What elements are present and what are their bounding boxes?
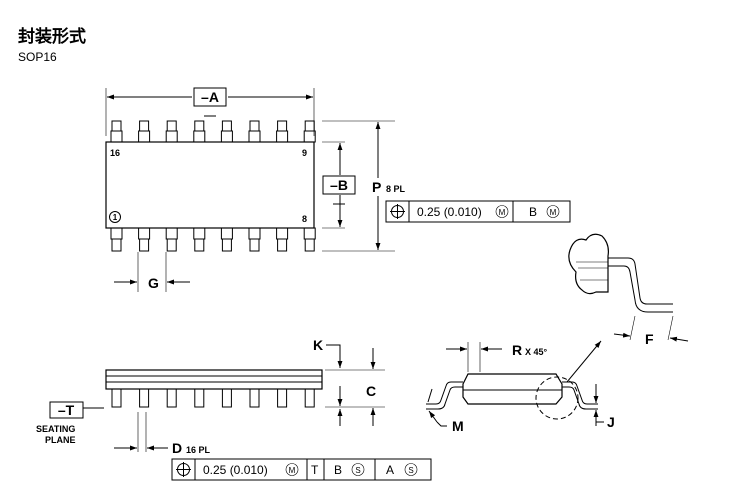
lead bbox=[303, 120, 316, 143]
tolerance-d-value: 0.25 (0.010) bbox=[203, 463, 268, 477]
tolerance-p-mod1: M bbox=[499, 208, 506, 217]
lead bbox=[111, 388, 122, 408]
lead bbox=[276, 227, 289, 252]
dim-k-label: K bbox=[313, 337, 323, 353]
lead bbox=[220, 120, 233, 143]
tolerance-p-value: 0.25 (0.010) bbox=[417, 205, 482, 219]
tolerance-d-mod1: M bbox=[289, 466, 296, 475]
lead-detail-view: F bbox=[568, 233, 689, 347]
end-view: R X 45° M J bbox=[426, 340, 615, 434]
package-name: SOP16 bbox=[18, 50, 57, 64]
package-body bbox=[105, 141, 315, 229]
lead bbox=[110, 120, 123, 143]
seating-label-2: PLANE bbox=[45, 435, 76, 445]
lead bbox=[193, 227, 206, 252]
tolerance-d-datum3: A bbox=[386, 463, 394, 477]
dim-m-label: M bbox=[452, 418, 464, 434]
dim-d-note: 16 PL bbox=[186, 445, 211, 455]
dim-g-label: G bbox=[148, 275, 159, 291]
dim-p-note: 8 PL bbox=[386, 184, 406, 194]
pin-9-label: 9 bbox=[302, 148, 307, 158]
lead bbox=[303, 227, 316, 252]
dim-j-label: J bbox=[607, 414, 615, 430]
side-body bbox=[105, 369, 323, 390]
tolerance-d-mod2: S bbox=[355, 466, 360, 475]
pin-1-label: 1 bbox=[113, 213, 118, 222]
tolerance-frame-p: 0.25 (0.010) M B M bbox=[385, 200, 571, 223]
dim-p-label: P bbox=[372, 179, 381, 195]
lead bbox=[138, 227, 151, 252]
pin-8-label: 8 bbox=[302, 214, 307, 224]
lead bbox=[166, 388, 177, 408]
lead bbox=[277, 388, 288, 408]
side-view: K C –T SEATING PLANE D 16 PL bbox=[36, 337, 432, 481]
page-title: 封装形式 bbox=[18, 27, 86, 47]
datum-b-label: –B bbox=[330, 177, 348, 193]
tolerance-d-datum1: T bbox=[311, 463, 319, 477]
side-leads bbox=[111, 388, 315, 408]
datum-a-box bbox=[193, 87, 227, 107]
lead bbox=[248, 120, 261, 143]
lead bbox=[221, 388, 232, 408]
bottom-leads bbox=[110, 227, 316, 252]
tolerance-frame-d: 0.25 (0.010) M T B S A S bbox=[171, 458, 432, 481]
dim-d-label: D bbox=[172, 440, 182, 456]
datum-t-label: –T bbox=[58, 402, 75, 418]
tolerance-d-datum2: B bbox=[334, 463, 342, 477]
lead bbox=[248, 227, 261, 252]
lead bbox=[220, 227, 233, 252]
top-leads bbox=[110, 120, 316, 143]
top-view: 16 9 8 1 –A –B P 8 PL bbox=[105, 87, 571, 292]
lead bbox=[165, 120, 178, 143]
dim-r-note: X 45° bbox=[525, 347, 548, 357]
lead bbox=[194, 388, 205, 408]
datum-t-box bbox=[49, 401, 84, 419]
lead bbox=[110, 227, 123, 252]
lead bbox=[276, 120, 289, 143]
lead bbox=[165, 227, 178, 252]
datum-a-label: –A bbox=[201, 89, 219, 105]
datum-b-box bbox=[322, 175, 356, 195]
tolerance-p-mod2: M bbox=[550, 208, 557, 217]
tolerance-d-mod3: S bbox=[408, 466, 413, 475]
lead bbox=[139, 388, 150, 408]
dim-c-label: C bbox=[366, 383, 376, 399]
tolerance-p-datum: B bbox=[529, 205, 537, 219]
lead bbox=[249, 388, 260, 408]
lead bbox=[138, 120, 151, 143]
dim-f-label: F bbox=[645, 331, 654, 347]
lead bbox=[193, 120, 206, 143]
detail-circle bbox=[535, 376, 579, 420]
lead bbox=[304, 388, 315, 408]
dim-r-label: R bbox=[512, 342, 522, 358]
pin-16-label: 16 bbox=[110, 148, 120, 158]
seating-label-1: SEATING bbox=[36, 424, 75, 434]
pin-1-marker bbox=[109, 211, 121, 223]
